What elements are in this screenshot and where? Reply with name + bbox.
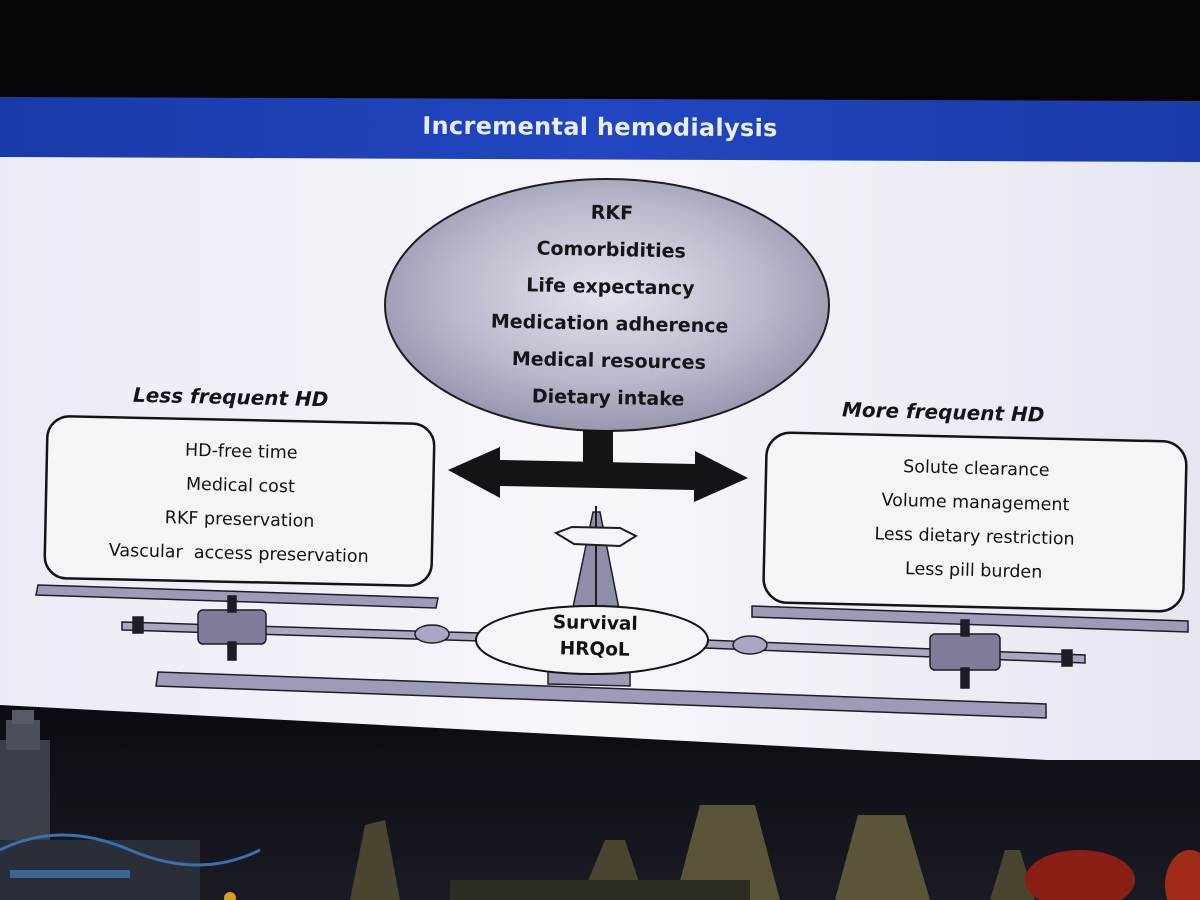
factors-list: RKF Comorbidities Life expectancy Medica… xyxy=(388,190,833,421)
scale-base xyxy=(155,671,1047,719)
projected-slide xyxy=(0,97,1200,760)
yellow-light xyxy=(224,892,236,900)
left-scale-pan xyxy=(35,584,439,609)
right-scale-pan xyxy=(751,605,1189,633)
less-frequent-list: HD-free time Medical cost RKF preservati… xyxy=(48,430,431,575)
more-frequent-box xyxy=(762,431,1188,613)
title-bar xyxy=(0,97,1200,162)
red-decoration xyxy=(1025,850,1200,900)
scale-beam xyxy=(121,595,1086,689)
left-tower-silhouette xyxy=(0,710,261,900)
double-arrow xyxy=(448,430,748,502)
less-frequent-box xyxy=(43,415,436,587)
survival-hrqol-label: Survival HRQoL xyxy=(479,609,710,666)
slide-title: Incremental hemodialysis xyxy=(422,111,778,143)
survival-hrqol-ellipse xyxy=(475,605,709,675)
more-frequent-list: Solute clearance Volume management Less … xyxy=(768,447,1181,594)
hrqol-text: HRQoL xyxy=(559,638,630,661)
temple-silhouettes xyxy=(350,805,1035,900)
less-frequent-heading: Less frequent HD xyxy=(132,382,329,412)
